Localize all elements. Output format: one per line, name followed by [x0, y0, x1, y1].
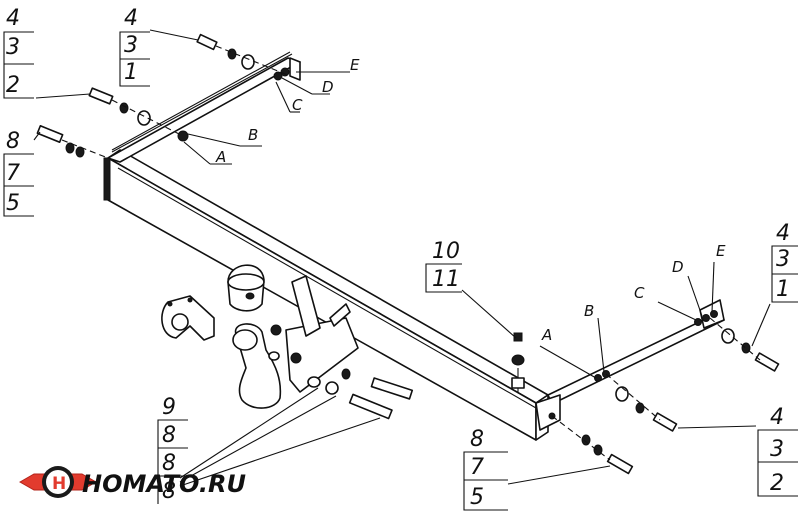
letter-marker: B — [584, 302, 594, 320]
tow-ball-assembly — [232, 275, 359, 409]
callout-number: 2 — [6, 73, 20, 98]
letter-marker: A — [215, 148, 226, 166]
fastener-bottom-mid — [581, 434, 634, 475]
callout-number: 3 — [124, 33, 138, 58]
callout-number: 8 — [162, 423, 176, 448]
letter-marker: A — [541, 326, 552, 344]
callout-number: 4 — [124, 6, 138, 31]
callout-number: 7 — [6, 161, 20, 186]
callout-number: 8 — [6, 129, 20, 154]
fastener-right-top — [721, 328, 780, 372]
callout-number: 9 — [162, 395, 176, 420]
brand-logo: H HOMATO.RU — [18, 466, 246, 498]
fastener-left-mid — [88, 87, 151, 126]
center-bolt — [511, 332, 525, 392]
socket-plate — [161, 295, 215, 341]
callout-number: 3 — [6, 35, 20, 60]
callout-number: 7 — [470, 455, 484, 480]
callout-number: 4 — [770, 405, 784, 430]
callout-number: 4 — [6, 6, 20, 31]
letter-marker: C — [634, 284, 645, 302]
left-bracket — [107, 51, 301, 163]
callout-number: 8 — [470, 427, 484, 452]
letters-right: A B C D E — [541, 242, 726, 344]
callout-number: 10 — [432, 239, 460, 264]
letter-marker: C — [292, 96, 303, 114]
ball-cap — [227, 264, 265, 312]
callout-number: 3 — [776, 247, 790, 272]
callout-bottom-mid: 8 7 5 — [463, 427, 508, 511]
callout-number: 8 — [162, 451, 176, 476]
callout-right-top: 4 3 1 — [771, 221, 798, 303]
letter-marker: D — [672, 258, 684, 276]
callout-number: 8 — [162, 479, 176, 504]
letters-left: A B C D E — [215, 56, 360, 166]
callout-center: 10 11 — [425, 239, 462, 293]
callout-number: 5 — [470, 485, 484, 510]
logo-text: HOMATO.RU — [82, 470, 246, 498]
right-bracket — [535, 299, 725, 431]
callout-number: 4 — [776, 221, 790, 246]
callout-number: 11 — [432, 267, 460, 292]
fastener-right-low — [615, 386, 678, 432]
callout-number: 2 — [770, 471, 784, 496]
fastener-left-low — [36, 124, 85, 158]
fastener-bolts-lower — [325, 368, 414, 420]
callout-bottom-left: 9 8 8 8 — [157, 395, 188, 504]
center-lines — [61, 45, 761, 461]
letter-marker: B — [248, 126, 258, 144]
callout-left-low: 8 7 5 — [3, 129, 34, 217]
fastener-top-left — [196, 33, 255, 70]
callout-number: 5 — [6, 191, 20, 216]
callout-number: 1 — [124, 60, 138, 85]
letter-marker: D — [322, 78, 334, 96]
letter-marker: E — [350, 56, 360, 74]
callout-right-low: 4 3 2 — [757, 405, 798, 497]
letter-marker: E — [716, 242, 726, 260]
callout-left-top: 4 3 2 — [3, 6, 34, 99]
leader-lines — [33, 29, 771, 487]
callout-number: 3 — [770, 437, 784, 462]
svg-text:H: H — [52, 474, 66, 494]
callout-top-left: 4 3 1 — [119, 6, 150, 87]
callout-number: 1 — [776, 277, 790, 302]
